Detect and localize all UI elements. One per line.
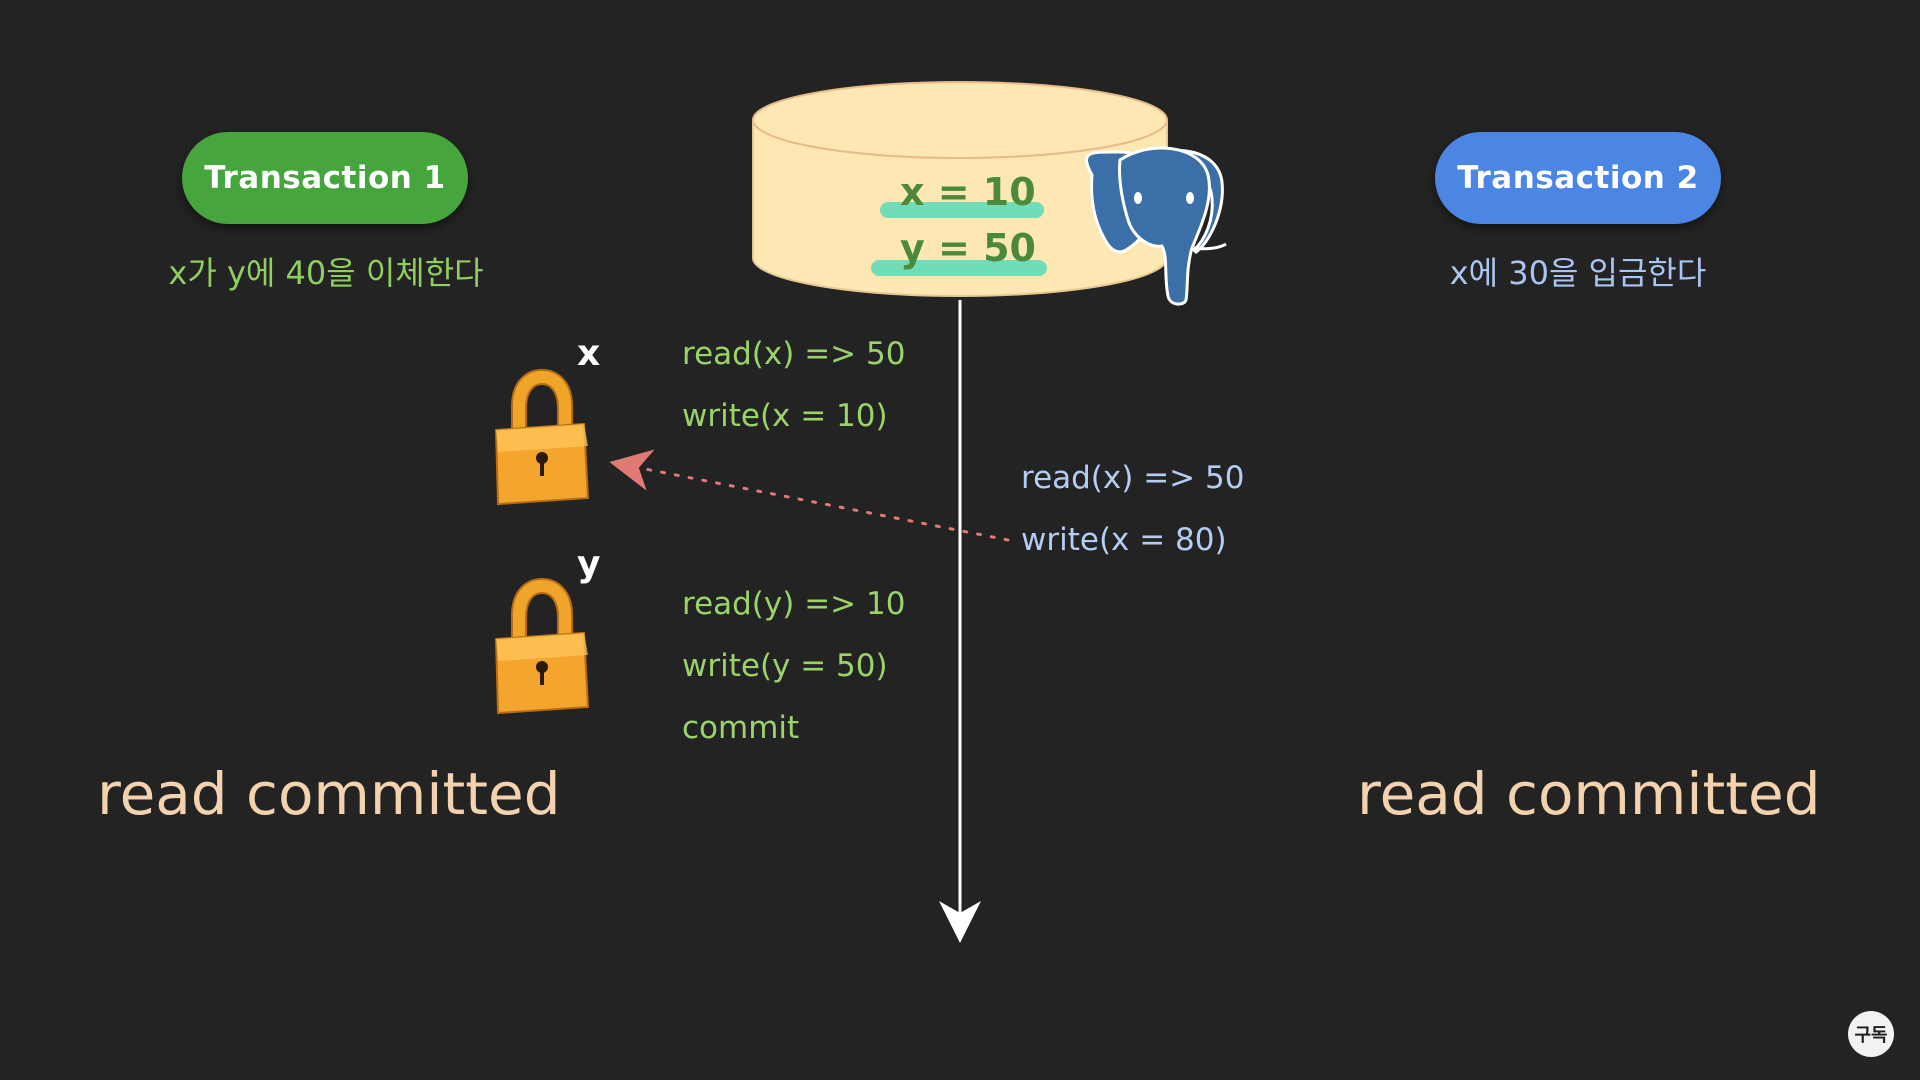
transaction-1-description: x가 y에 40을 이체한다 [168, 254, 484, 292]
postgresql-elephant-icon [1085, 146, 1227, 306]
t1-op-write-y: write(y = 50) [682, 648, 888, 684]
transaction-1-badge: Transaction 1 [182, 132, 468, 224]
t1-op-read-y: read(y) => 10 [682, 586, 906, 622]
transaction-2-description: x에 30을 입금한다 [1449, 254, 1707, 292]
transaction-1-isolation-level: read committed [97, 760, 561, 828]
lock-x-icon [494, 368, 590, 506]
db-x-value: x = 10 [900, 170, 1036, 214]
lock-x-label: x [577, 333, 601, 374]
t1-op-write-x: write(x = 10) [682, 398, 888, 434]
t1-op-read-x: read(x) => 50 [682, 336, 906, 372]
lock-y-label: y [577, 544, 601, 585]
db-y-value: y = 50 [900, 226, 1036, 270]
transaction-2-isolation-level: read committed [1357, 760, 1821, 828]
x-value-highlight [880, 202, 1044, 218]
lock-wait-arrow [609, 449, 1010, 542]
t2-op-read-x: read(x) => 50 [1021, 460, 1245, 496]
y-value-highlight [871, 260, 1047, 276]
t2-op-write-x: write(x = 80) [1021, 522, 1227, 558]
transaction-2-badge: Transaction 2 [1435, 132, 1721, 224]
t1-op-commit: commit [682, 710, 800, 746]
lock-y-icon [494, 577, 590, 715]
subscribe-button[interactable]: 구독 [1848, 1011, 1894, 1057]
